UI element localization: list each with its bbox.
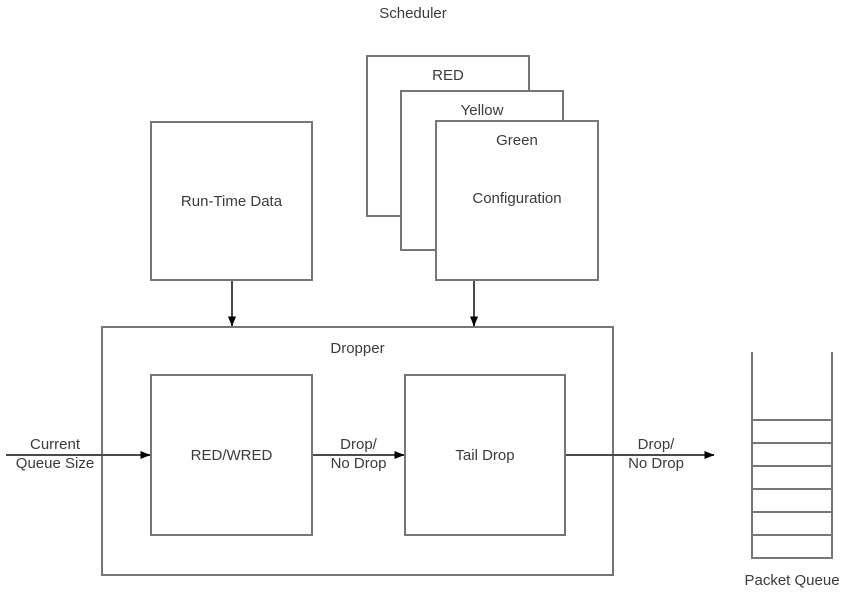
config-card-body-label: Configuration <box>472 190 562 207</box>
config-card-yellow-label: Yellow <box>460 102 504 119</box>
packet-queue-label: Packet Queue <box>744 572 840 589</box>
packet-queue-slot <box>753 488 831 490</box>
run-time-data-box: Run-Time Data <box>150 121 313 281</box>
mid-edge-label: Drop/ No Drop <box>313 435 404 473</box>
packet-queue-slot <box>753 465 831 467</box>
packet-queue-slot <box>753 534 831 536</box>
config-card-green: Green Configuration <box>435 120 599 281</box>
packet-queue <box>751 352 833 559</box>
input-edge-label-line2: Queue Size <box>15 455 95 472</box>
scheduler-title: Scheduler <box>379 5 447 22</box>
mid-edge-label-line2: No Drop <box>330 455 387 472</box>
output-edge-label: Drop/ No Drop <box>608 435 704 473</box>
output-edge-label-line1: Drop/ <box>637 436 675 453</box>
dropper-title: Dropper <box>330 340 385 357</box>
input-edge-label-line1: Current <box>29 436 81 453</box>
tail-drop-label: Tail Drop <box>455 447 515 464</box>
packet-queue-slot <box>753 511 831 513</box>
config-card-green-label: Green <box>496 132 538 149</box>
output-edge-label-line2: No Drop <box>628 455 684 472</box>
input-edge-label: Current Queue Size <box>0 435 110 473</box>
tail-drop-box: Tail Drop <box>404 374 566 536</box>
mid-edge-label-line1: Drop/ <box>340 436 377 453</box>
packet-queue-slot <box>753 419 831 421</box>
red-wred-box: RED/WRED <box>150 374 313 536</box>
config-card-red-label: RED <box>432 67 464 84</box>
red-wred-label: RED/WRED <box>190 447 273 464</box>
packet-queue-slot <box>753 442 831 444</box>
run-time-data-label: Run-Time Data <box>180 193 283 210</box>
